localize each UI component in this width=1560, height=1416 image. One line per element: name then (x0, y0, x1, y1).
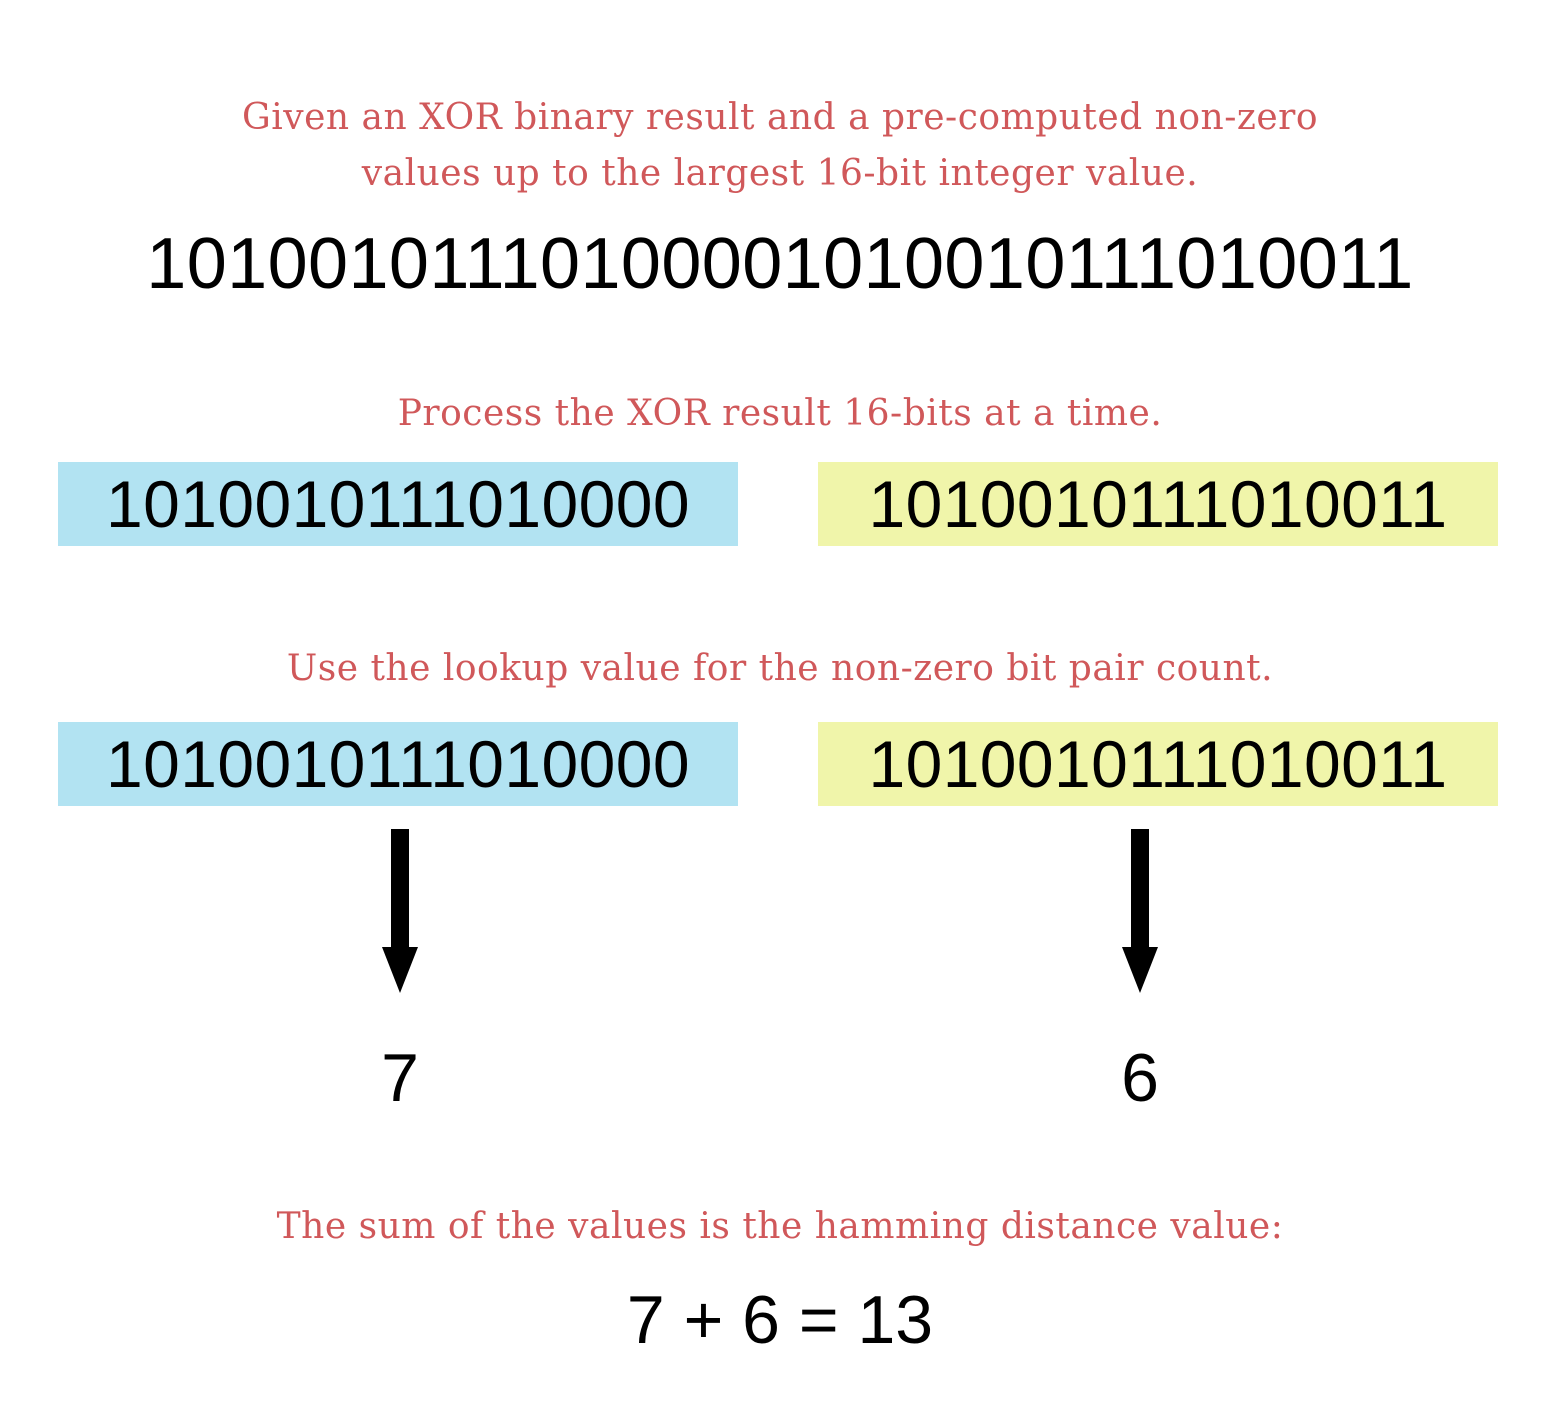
chunk-right-lookup: 1010010111010011 (818, 722, 1498, 806)
caption-intro: Given an XOR binary result and a pre-com… (241, 97, 1319, 194)
caption-sum: The sum of the values is the hamming dis… (276, 1206, 1284, 1247)
hamming-equation: 7 + 6 = 13 (626, 1282, 934, 1358)
chunk-left-lookup: 1010010111010000 (58, 722, 738, 806)
down-arrow-right-icon (1122, 829, 1158, 993)
down-arrow-left-icon (382, 829, 418, 993)
chunk-right-process: 1010010111010011 (818, 462, 1498, 546)
lookup-value-right: 6 (1121, 1040, 1159, 1116)
xor-result-binary: 10100101110100001010010111010011 (146, 224, 1414, 304)
caption-lookup: Use the lookup value for the non-zero bi… (286, 648, 1274, 689)
lookup-value-left: 7 (381, 1040, 419, 1116)
caption-process: Process the XOR result 16-bits at a time… (397, 393, 1163, 434)
chunk-left-process: 1010010111010000 (58, 462, 738, 546)
